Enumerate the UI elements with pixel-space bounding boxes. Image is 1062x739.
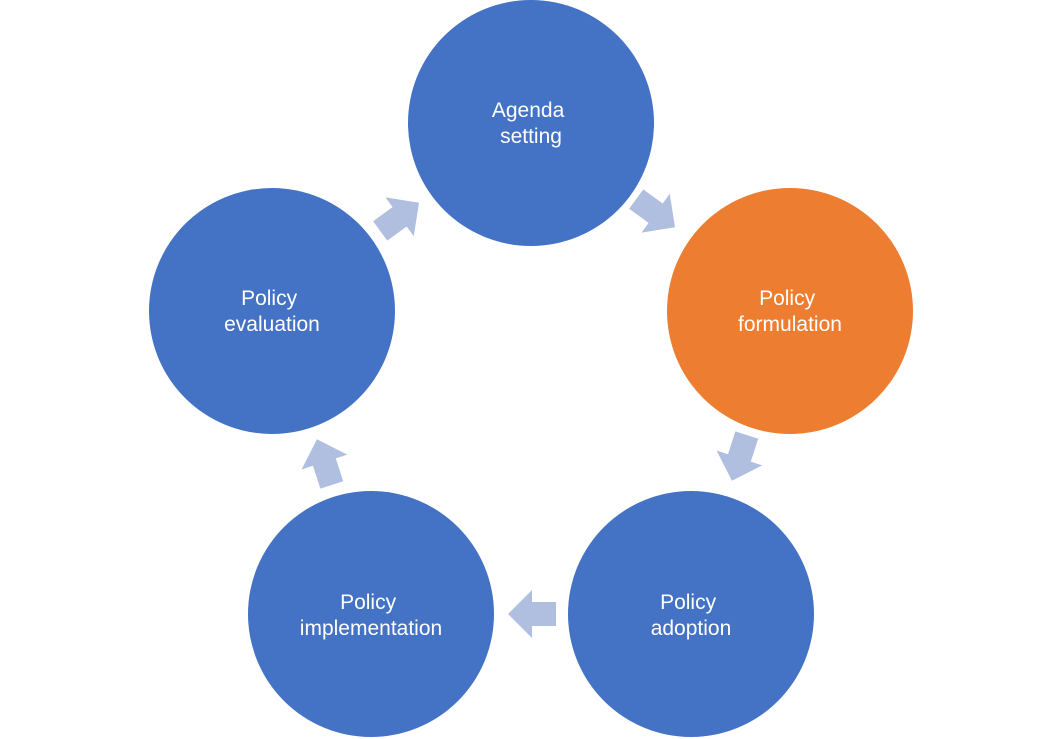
stage-circle [248,491,494,737]
arrow-agenda-to-formulation [629,189,676,233]
arrow-implementation-to-evaluation [301,439,348,489]
stage-label-line-1: Agenda [492,99,565,122]
stage-label-line-2: evaluation [224,313,320,336]
arrow-shape [373,197,420,241]
stage-label-line-1: Policy [759,287,816,310]
stage-label-line-1: Policy [660,591,717,614]
stage-agenda-setting: Agenda setting [408,0,654,246]
stage-label: Policy adoption [651,591,732,640]
stage-policy-adoption: Policy adoption [568,491,814,737]
arrow-adoption-to-implementation [508,590,556,638]
stage-policy-evaluation: Policy evaluation [149,188,395,434]
arrow-shape [508,590,556,638]
arrow-formulation-to-adoption [716,431,763,481]
stage-circle [568,491,814,737]
stage-label-line-2: formulation [738,313,842,336]
stage-policy-formulation: Policy formulation [667,188,913,434]
arrow-evaluation-to-agenda [373,197,420,241]
stage-label-line-2: setting [500,125,562,148]
stage-policy-implementation: Policy implementation [248,491,494,737]
stage-label-line-1: Policy [241,287,298,310]
stage-circle [149,188,395,434]
stage-label: Policy implementation [300,591,442,640]
stage-label: Policy evaluation [224,287,320,336]
stage-circle [667,188,913,434]
stage-label-line-1: Policy [340,591,397,614]
stage-label-line-2: implementation [300,617,442,640]
arrow-shape [301,439,348,489]
arrow-shape [629,189,676,233]
arrow-shape [716,431,763,481]
stage-label-line-2: adoption [651,617,732,640]
stage-label: Agenda setting [492,99,570,148]
stage-label: Policy formulation [738,287,842,336]
stage-circle [408,0,654,246]
